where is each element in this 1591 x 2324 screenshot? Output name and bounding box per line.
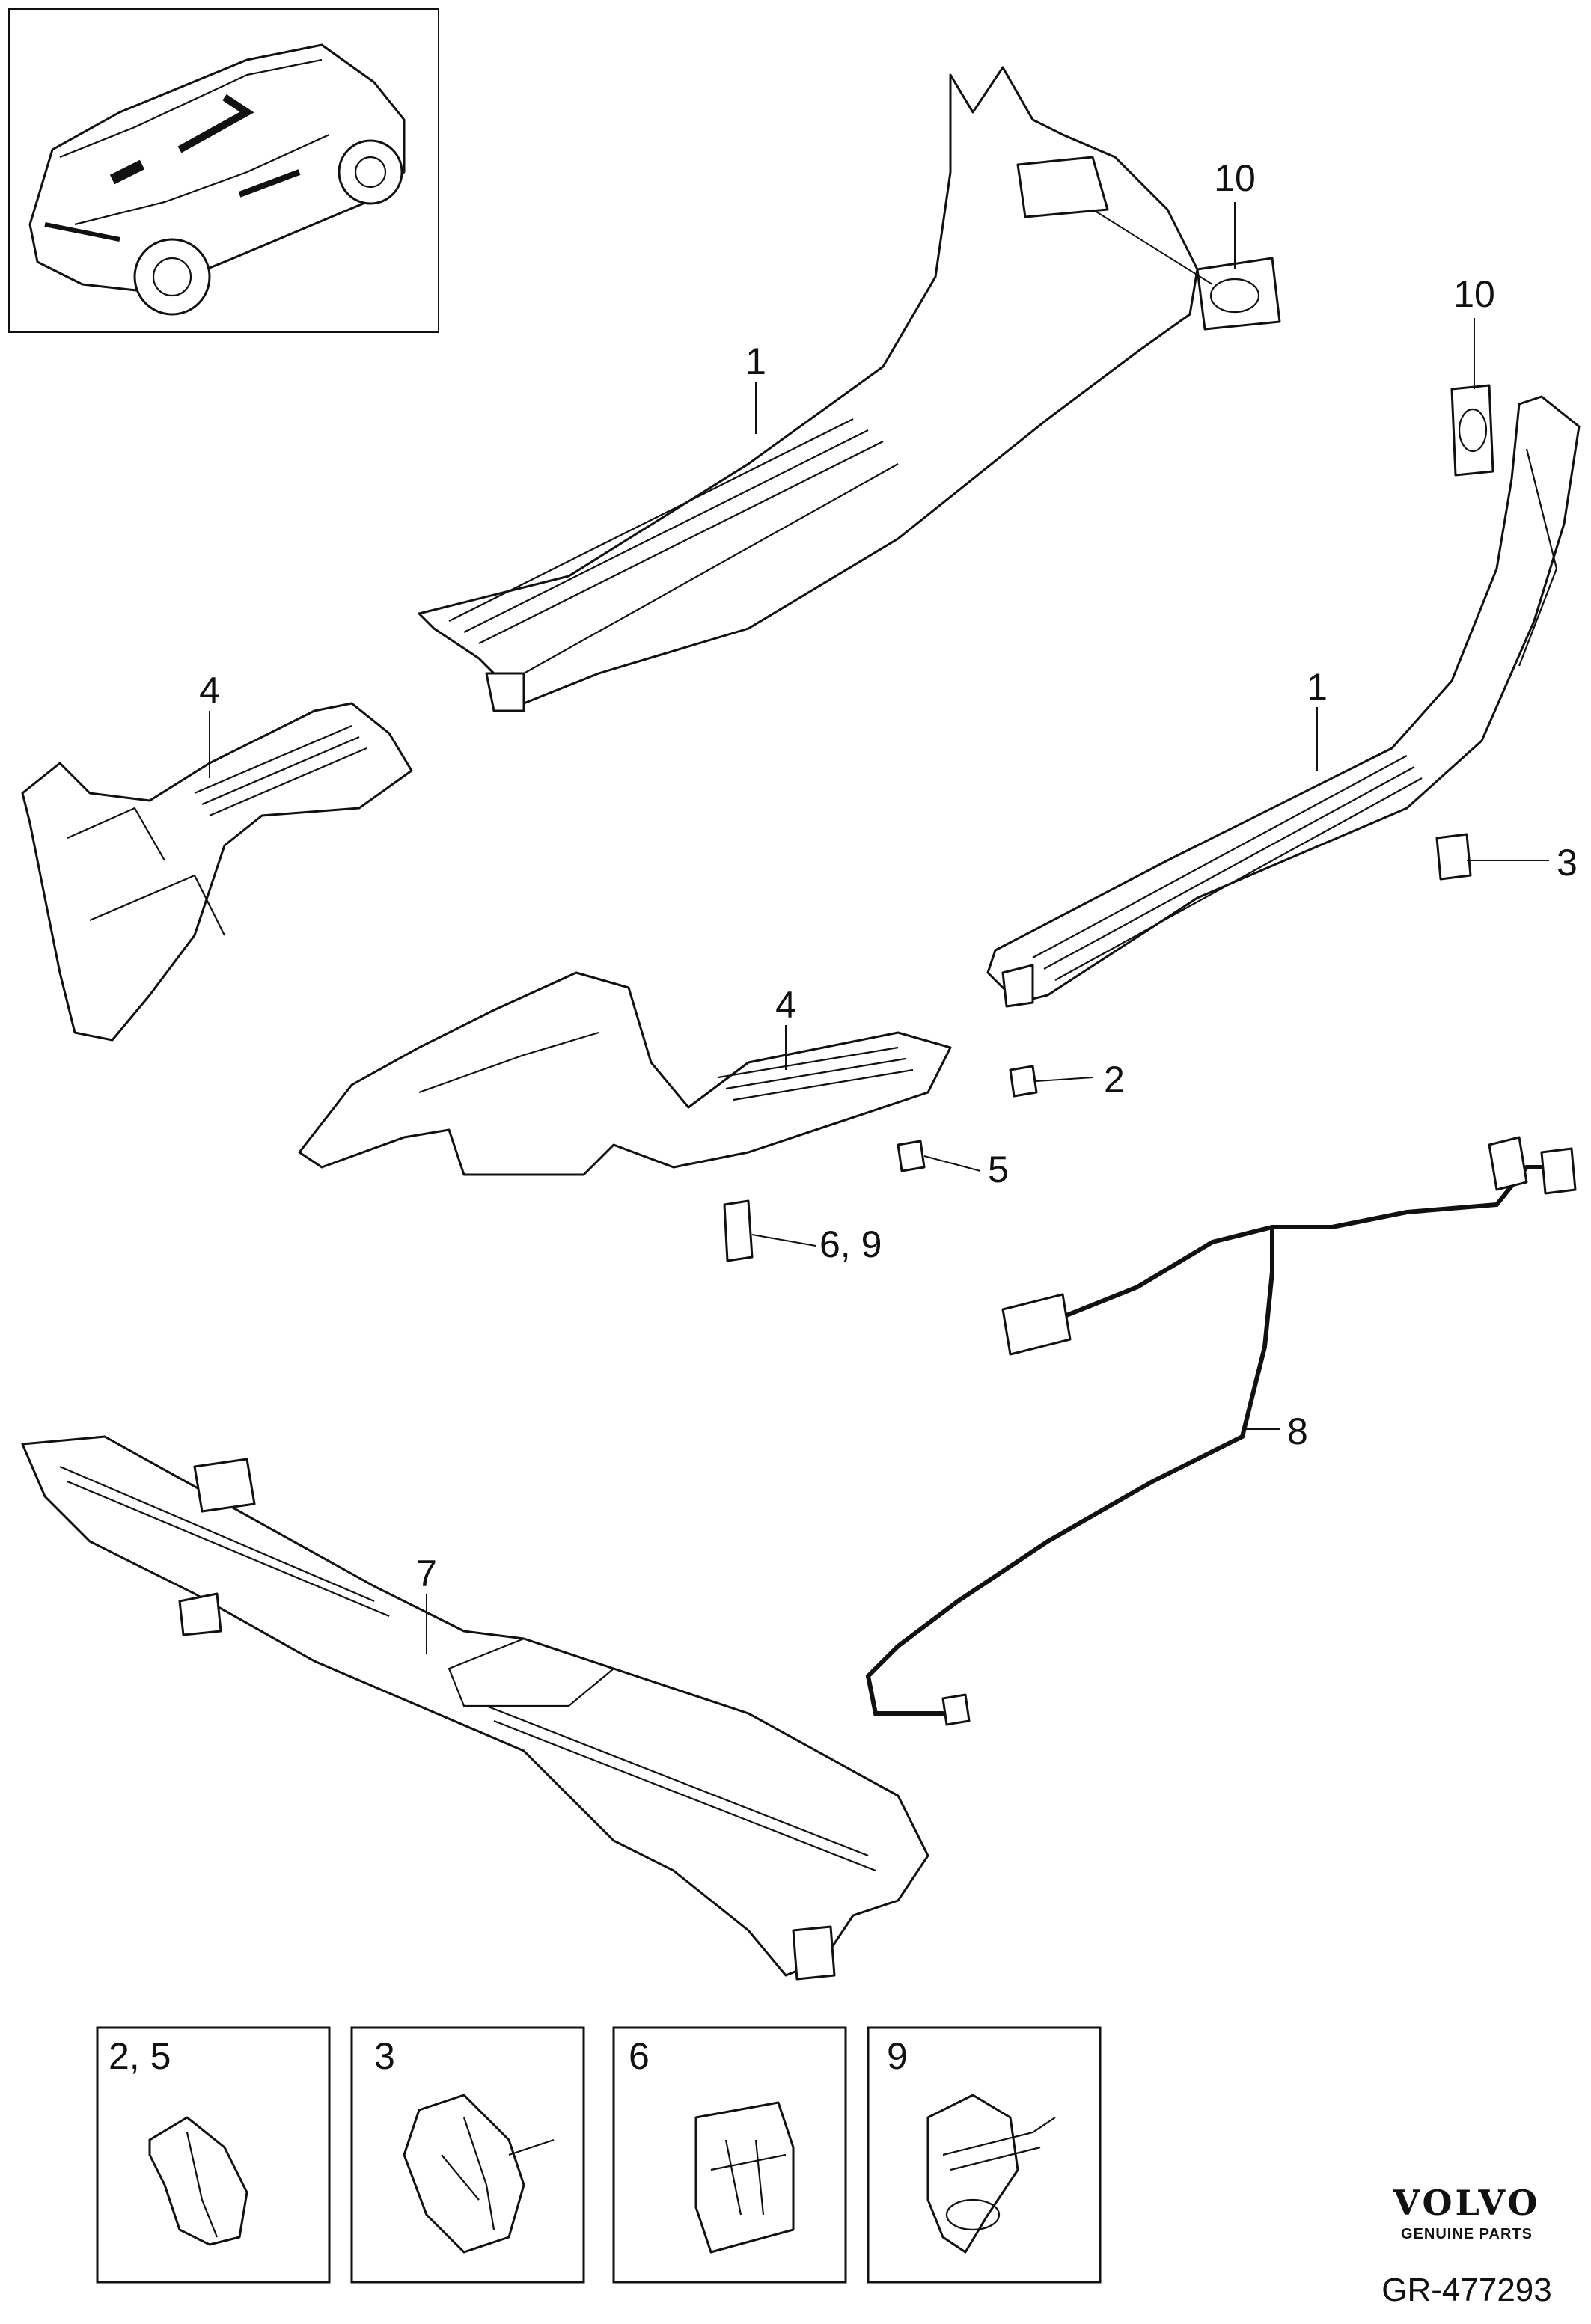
clip-2-callout-part [1009,1065,1038,1098]
callout-8: 8 [1287,1410,1308,1452]
detail-box-6: 6 [612,2026,847,2284]
wheelarch-trim-upper [21,702,413,1042]
rear-scuff-plate [21,1435,929,1981]
detail-box-label: 3 [374,2035,395,2077]
brand-logo: VOLVO [1393,2183,1541,2223]
clip-3-callout-part [1435,833,1472,881]
callout-6-9: 6, 9 [819,1223,882,1265]
callout-10-upper: 10 [1214,157,1256,199]
sill-panel-left [418,66,1199,712]
detail-box-label: 2, 5 [109,2035,171,2077]
clip-9-icon [926,2094,1056,2254]
car-overview-icon [8,8,439,333]
callout-1-upper: 1 [745,340,766,382]
callout-10-right: 10 [1453,273,1495,315]
callout-4-upper: 4 [199,670,220,712]
callout-7: 7 [416,1553,437,1594]
diagram-code: GR-477293 [1381,2272,1551,2308]
grommet-upper [1196,257,1281,331]
wire-harness [865,1136,1577,1726]
brand-block: VOLVO GENUINE PARTS GR-477293 [1381,2183,1551,2308]
detail-box-9: 9 [867,2026,1102,2284]
brand-tagline: GENUINE PARTS [1401,2226,1533,2242]
grommet-right [1450,384,1494,477]
clip-5-callout-part [897,1140,926,1172]
callout-1-right: 1 [1307,666,1328,708]
callout-5: 5 [988,1149,1009,1190]
clip-6-icon [694,2101,795,2254]
callouts: 1 1 2 3 4 4 5 6, 9 7 8 10 10 [199,157,1578,1594]
callout-3: 3 [1557,842,1578,884]
sill-panel-right [986,395,1581,1008]
detail-box-2-5: 2, 5 [96,2026,331,2284]
clip-69-callout-part [723,1199,754,1262]
leader-lines [209,202,1549,1654]
callout-4-lower: 4 [775,984,796,1026]
wheelarch-trim-lower [298,971,952,1176]
clip-2-5-icon [148,2116,248,2246]
detail-box-3: 3 [350,2026,585,2284]
callout-2: 2 [1104,1059,1125,1101]
detail-box-label: 6 [629,2035,650,2077]
detail-box-label: 9 [887,2035,908,2077]
clip-3-icon [403,2094,555,2254]
